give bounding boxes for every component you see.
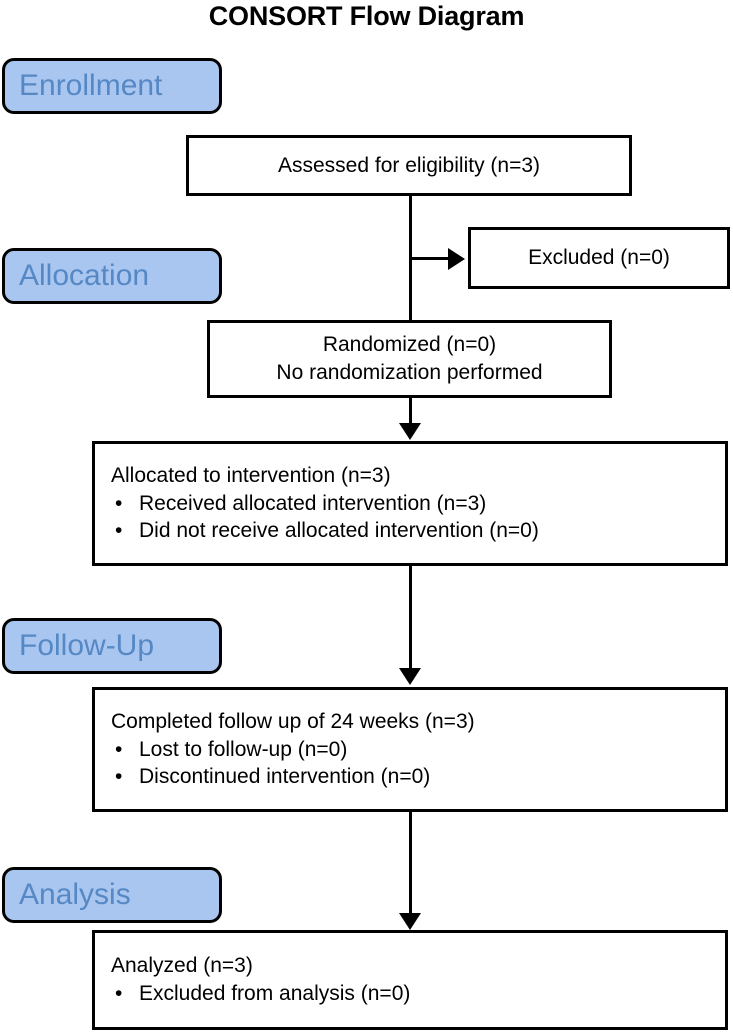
node-followup-bullet-2: • Discontinued intervention (n=0) [111,763,725,791]
stage-pill-analysis: Analysis [2,867,222,923]
stage-pill-follow-up: Follow-Up [2,618,222,674]
connector-followup-to-analyzed [409,812,412,913]
node-followup: Completed follow up of 24 weeks (n=3) • … [92,687,728,812]
connector-randomized-to-allocated [409,398,412,425]
stage-pill-follow-up-label: Follow-Up [19,629,155,662]
node-allocated: Allocated to intervention (n=3) • Receiv… [92,441,728,566]
node-followup-heading: Completed follow up of 24 weeks (n=3) [111,709,475,733]
node-followup-bullet-1-label: Lost to follow-up (n=0) [139,737,348,761]
node-randomized-line-2: No randomization performed [276,361,543,384]
bullet-dot-icon: • [115,982,123,1005]
node-allocated-bullet-2: • Did not receive allocated intervention… [111,517,725,545]
stage-pill-analysis-label: Analysis [19,878,131,911]
stage-pill-allocation: Allocation [2,248,222,304]
node-excluded: Excluded (n=0) [468,227,730,289]
node-analyzed-bullet-1-label: Excluded from analysis (n=0) [139,982,411,1005]
stage-pill-enrollment: Enrollment [2,58,222,114]
node-excluded-line-1: Excluded (n=0) [528,246,670,270]
arrowhead-down-allocated [399,423,421,440]
bullet-dot-icon: • [115,737,123,761]
node-allocated-bullet-2-label: Did not receive allocated intervention (… [139,519,539,543]
node-randomized-line-1: Randomized (n=0) [322,333,497,357]
node-assessed-for-eligibility: Assessed for eligibility (n=3) [186,135,632,196]
node-analyzed: Analyzed (n=3) • Excluded from analysis … [92,930,728,1030]
arrowhead-down-followup [399,668,421,685]
node-followup-bullet-1: • Lost to follow-up (n=0) [111,736,725,764]
node-randomized: Randomized (n=0) No randomization perfor… [207,320,612,398]
node-allocated-bullet-1: • Received allocated intervention (n=3) [111,490,725,518]
bullet-dot-icon: • [115,491,123,515]
stage-pill-allocation-label: Allocation [19,259,150,292]
page-title: CONSORT Flow Diagram [208,1,525,31]
node-followup-bullet-2-label: Discontinued intervention (n=0) [139,765,431,789]
stage-pill-enrollment-label: Enrollment [19,69,163,102]
arrowhead-right-excluded [448,248,465,270]
bullet-dot-icon: • [115,765,123,789]
connector-allocated-to-followup [409,566,412,668]
arrowhead-down-analyzed [399,913,421,930]
node-allocated-heading: Allocated to intervention (n=3) [111,463,391,487]
node-assessed-line-1: Assessed for eligibility (n=3) [277,153,541,177]
connector-branch-to-excluded [409,257,451,260]
node-analyzed-bullet-1: • Excluded from analysis (n=0) [111,980,725,1008]
node-allocated-bullet-1-label: Received allocated intervention (n=3) [139,491,487,515]
bullet-dot-icon: • [115,519,123,543]
node-analyzed-heading: Analyzed (n=3) [111,954,253,978]
